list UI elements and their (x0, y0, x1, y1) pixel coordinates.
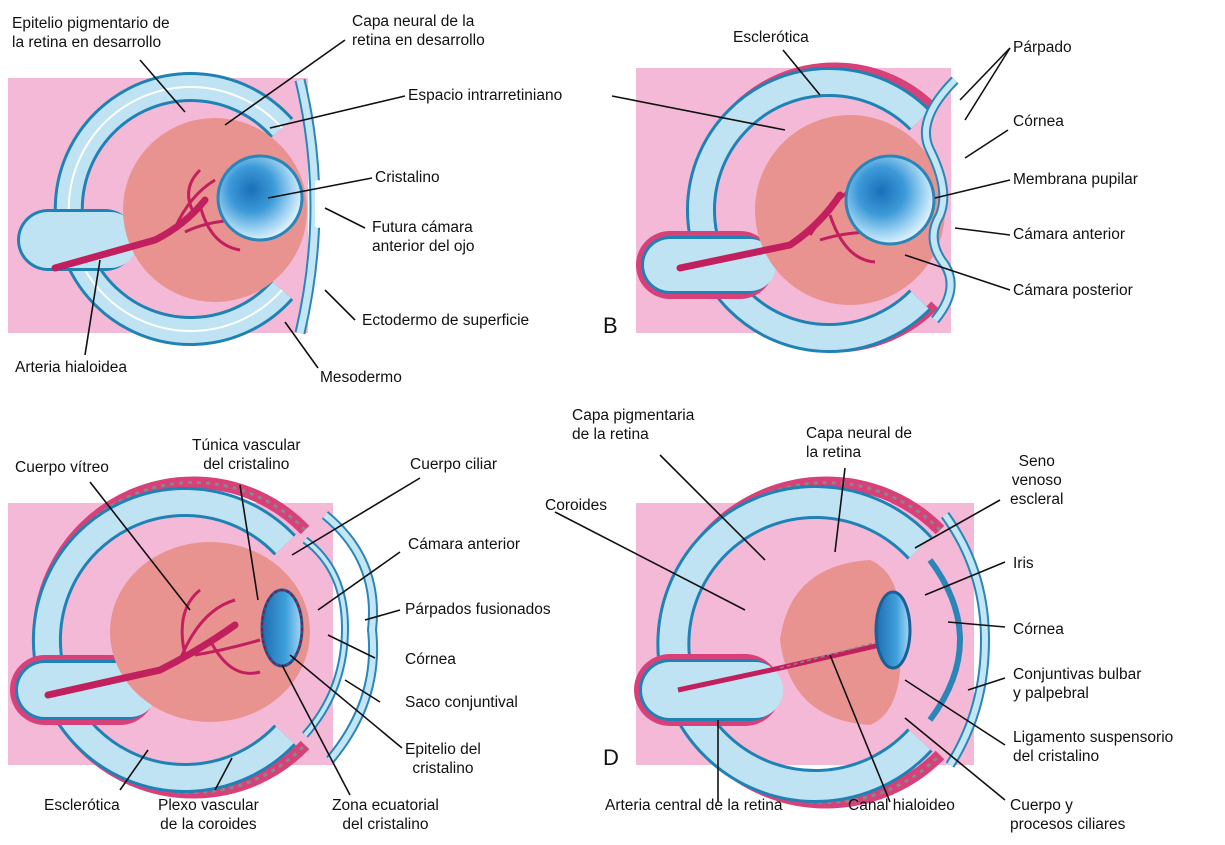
label-ligamento-suspensorio: Ligamento suspensorio del cristalino (1013, 728, 1173, 766)
label-parpado: Párpado (1013, 38, 1072, 57)
label-esclerotica-b: Esclerótica (733, 28, 809, 47)
label-capa-neural-retina: Capa neural de la retina (806, 424, 912, 462)
panel-d-artwork (636, 483, 985, 803)
label-capa-neural-desarrollo: Capa neural de la retina en desarrollo (352, 12, 485, 50)
label-camara-anterior-c: Cámara anterior (408, 535, 520, 554)
label-espacio-intrarretiniano: Espacio intrarretiniano (408, 86, 562, 105)
label-arteria-central: Arteria central de la retina (605, 796, 782, 815)
label-cornea-d: Córnea (1013, 620, 1064, 639)
label-cuerpo-vitreo: Cuerpo vítreo (15, 458, 109, 477)
label-arteria-hialoidea: Arteria hialoidea (15, 358, 127, 377)
label-cristalino: Cristalino (375, 168, 440, 187)
label-saco-conjuntival: Saco conjuntival (405, 693, 518, 712)
label-membrana-pupilar: Membrana pupilar (1013, 170, 1138, 189)
label-plexo-vascular: Plexo vascular de la coroides (158, 796, 259, 834)
panel-a-artwork (8, 78, 321, 333)
label-iris: Iris (1013, 554, 1034, 573)
label-epitelio-cristalino: Epitelio del cristalino (405, 740, 481, 778)
panel-b-letter: B (603, 313, 618, 339)
label-parpados-fusionados: Párpados fusionados (405, 600, 551, 619)
label-esclerotica-c: Esclerótica (44, 796, 120, 815)
label-cornea-b: Córnea (1013, 112, 1064, 131)
label-capa-pigmentaria: Capa pigmentaria de la retina (572, 406, 694, 444)
label-tunica-vascular: Túnica vascular del cristalino (192, 436, 301, 474)
panel-c-artwork (8, 483, 373, 793)
label-epitelio-pigmentario: Epitelio pigmentario de la retina en des… (12, 14, 170, 52)
label-canal-hialoideo: Canal hialoideo (848, 796, 955, 815)
panel-d-letter: D (603, 745, 619, 771)
label-seno-venoso: Seno venoso escleral (1010, 452, 1063, 509)
label-camara-anterior-b: Cámara anterior (1013, 225, 1125, 244)
label-mesodermo: Mesodermo (320, 368, 402, 387)
label-zona-ecuatorial: Zona ecuatorial del cristalino (332, 796, 439, 834)
label-cuerpo-ciliar: Cuerpo ciliar (410, 455, 497, 474)
label-conjuntivas: Conjuntivas bulbar y palpebral (1013, 665, 1141, 703)
label-cuerpo-procesos: Cuerpo y procesos ciliares (1010, 796, 1125, 834)
label-futura-camara: Futura cámara anterior del ojo (372, 218, 475, 256)
label-camara-posterior: Cámara posterior (1013, 281, 1133, 300)
label-cornea-c: Córnea (405, 650, 456, 669)
label-coroides: Coroides (545, 496, 607, 515)
label-ectodermo: Ectodermo de superficie (362, 311, 529, 330)
